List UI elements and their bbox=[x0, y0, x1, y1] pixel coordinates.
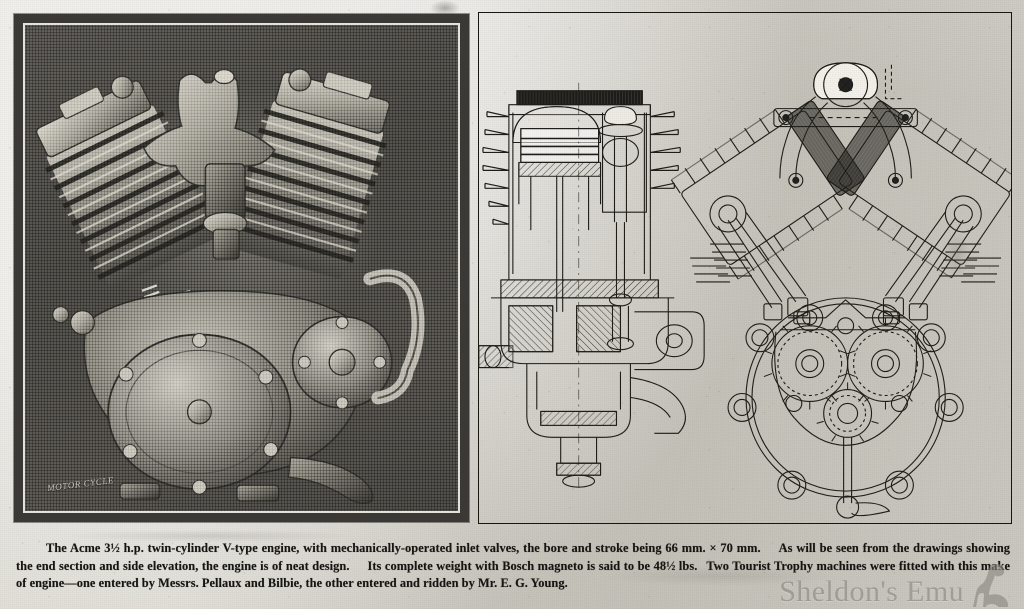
side-elevation-group bbox=[670, 62, 1011, 519]
caption-line-3: Trophy machines were fitted with this ma… bbox=[16, 558, 1011, 591]
caption-line-2b: Its complete weight with Bosch magneto i… bbox=[367, 558, 698, 573]
technical-drawings-panel bbox=[478, 12, 1012, 524]
caption-line-2a: drawings showing the end section and sid… bbox=[16, 541, 1011, 573]
engine-photograph-image: MOTOR CYCLE bbox=[25, 25, 458, 511]
figure-caption: The Acme 3½ h.p. twin-cylinder V-type en… bbox=[16, 540, 1010, 593]
caption-line-1a: The Acme 3½ h.p. twin-cylinder V-type en… bbox=[46, 541, 761, 555]
engine-photo-artwork bbox=[35, 68, 425, 504]
photo-credit-signature: MOTOR CYCLE bbox=[46, 474, 115, 494]
photograph-keyline-frame: MOTOR CYCLE bbox=[23, 23, 460, 513]
technical-drawings-artwork bbox=[479, 62, 1011, 519]
caption-line-1b: As will be seen from the bbox=[778, 541, 910, 555]
end-section-group bbox=[479, 82, 705, 492]
caption-line-2c: Two Tourist bbox=[706, 558, 771, 573]
engine-photograph-panel: MOTOR CYCLE bbox=[14, 14, 469, 522]
